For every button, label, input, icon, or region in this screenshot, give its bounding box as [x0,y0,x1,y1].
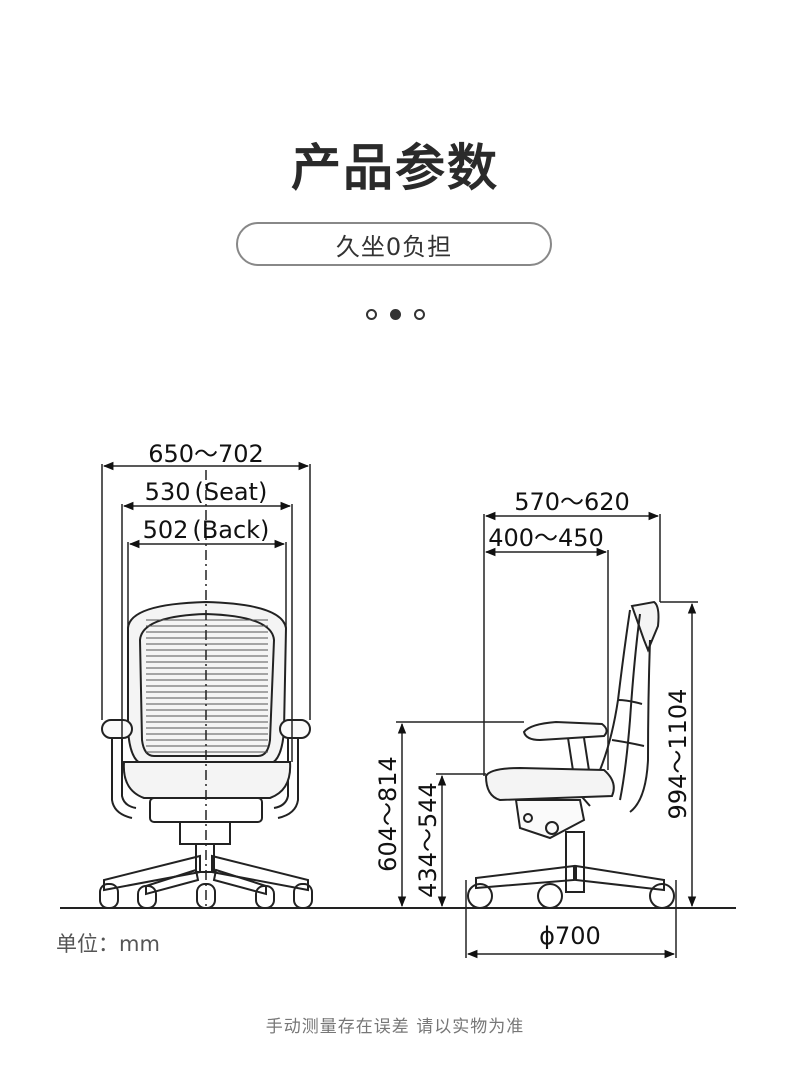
dim-base-diameter: ϕ700 [539,922,601,950]
dim-height-armrest: 604～814 [374,756,402,872]
pager-dots [364,307,428,323]
subtitle-pill: 久坐0负担 [236,222,552,266]
front-view-chair-lower [99,719,313,909]
front-dimension-lines [101,461,311,762]
unit-label: 单位：mm [56,932,160,956]
pager-dot [414,309,425,320]
dim-depth-seat: 400～450 [488,524,604,552]
dim-height-overall: 994～1104 [664,689,692,820]
dim-height-seat: 434～544 [414,782,442,898]
pager-dot-active [390,309,401,320]
page-title: 产品参数 [291,139,499,197]
pager-dot [366,309,377,320]
side-view-chair [467,600,675,909]
footnote: 手动测量存在误差 请以实物为准 [265,1017,525,1037]
subtitle-text: 久坐0负担 [335,232,453,261]
backrest-mesh-slats [146,619,268,753]
side-dimension-lines [396,511,698,959]
dim-depth-overall: 570～620 [514,488,630,516]
dim-seat-width: 530(Seat) [145,478,268,506]
dim-back-width: 502(Back) [143,516,270,544]
dim-overall-width: 650～702 [148,440,264,468]
